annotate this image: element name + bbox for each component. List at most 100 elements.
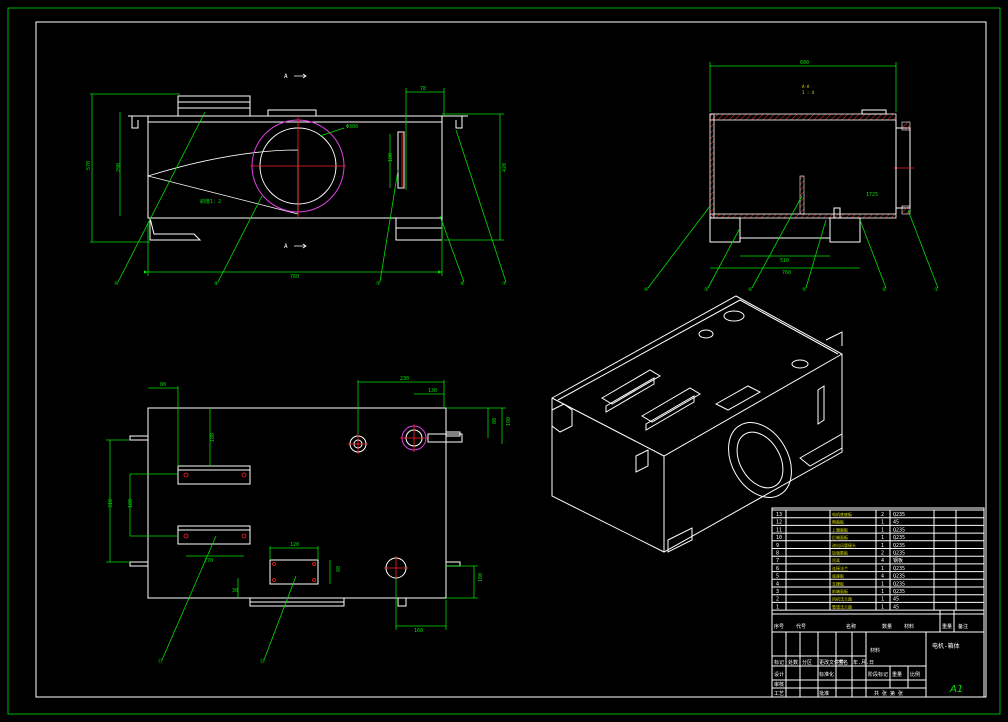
bom-cell-no: 5 <box>776 574 779 580</box>
balloon-6: ⑥ <box>748 287 753 293</box>
bom-cell-name: 侧面板 <box>832 519 844 525</box>
bom-cell-material: Q235 <box>893 566 905 572</box>
bom-cell-no: 6 <box>776 566 779 572</box>
top-width2-dim: 130 <box>428 388 437 394</box>
bom-cell-name: 电机底座板 <box>832 511 852 517</box>
bom-cell-name: 进出风管接头 <box>832 542 856 548</box>
bom-cell-qty: 4 <box>881 574 884 580</box>
bom-header-mat: 材料 <box>904 623 914 630</box>
bom-cell-no: 1 <box>776 604 779 610</box>
bom-cell-material: Q235 <box>893 551 905 557</box>
side-top-dim: 600 <box>800 60 809 66</box>
tb-count: 处数 <box>788 659 798 666</box>
bom-cell-name: 底座板 <box>832 573 844 579</box>
top-bar-width: 270 <box>204 558 213 564</box>
bom-cell-no: 9 <box>776 543 779 549</box>
bom-cell-name: 管道法兰盘 <box>832 603 852 609</box>
tb-stage: 阶段标记 <box>868 671 888 678</box>
bom-cell-qty: 1 <box>881 527 884 533</box>
bom-cell-qty: 1 <box>881 566 884 572</box>
section-label: A-A <box>802 84 810 89</box>
side-bottom-dim: 510 <box>780 258 789 264</box>
balloon-11: ⑪ <box>158 658 163 665</box>
balloon-5-front: ⑤ <box>376 281 381 287</box>
front-view: A A 760 570 290 420 78 180 Φ300 斜度1：2 ⑩ <box>86 73 508 287</box>
bom-cell-material: Q235 <box>893 512 905 518</box>
side-pipe-dim: 1725 <box>866 192 878 198</box>
bom-cell-no: 4 <box>776 581 779 587</box>
bom-cell-no: 8 <box>776 551 779 557</box>
balloon-3: ③ <box>704 287 709 293</box>
bom-cell-no: 12 <box>776 520 782 526</box>
tb-doc: 更改文件号 <box>819 659 844 666</box>
top-bottom-h: 180 <box>478 573 484 582</box>
section-scale: 1 : 4 <box>802 90 815 95</box>
bom-header-weight: 重量 <box>942 623 952 630</box>
bom-cell-qty: 1 <box>881 597 884 603</box>
balloon-10: ⑩ <box>114 281 119 287</box>
top-view: 80 180 310 180 270 230 130 80 190 120 80… <box>106 376 512 665</box>
bom-cell-no: 11 <box>776 527 782 533</box>
bom-cell-qty: 1 <box>881 589 884 595</box>
front-slot-height: 180 <box>388 153 394 162</box>
top-width-dim: 230 <box>400 376 409 382</box>
tb-design: 设计 <box>774 671 784 678</box>
tb-date: 年.月.日 <box>853 659 874 666</box>
tb-process: 工艺 <box>774 691 784 697</box>
balloon-1: ① <box>934 287 939 293</box>
bom-cell-no: 7 <box>776 558 779 564</box>
side-section-view: A-A 1 : 4 600 510 760 1725 ④ ③ ⑥ <box>644 60 939 293</box>
bom-cell-material: Q235 <box>893 589 905 595</box>
bom-header-qty: 数量 <box>882 623 892 630</box>
isometric-view <box>551 295 843 553</box>
front-hole-dim: Φ300 <box>346 124 358 130</box>
inner-border <box>35 21 987 698</box>
balloon-5-side: ⑤ <box>802 287 807 293</box>
balloon-8: ⑧ <box>460 281 465 287</box>
bom-cell-material: Q235 <box>893 527 905 533</box>
bom-cell-name: 前端面板 <box>832 588 848 594</box>
bom-cell-qty: 1 <box>881 543 884 549</box>
tb-zone: 分区 <box>802 659 812 666</box>
bom-cell-material: Q235 <box>893 574 905 580</box>
balloon-2: ② <box>882 287 887 293</box>
balloon-4: ④ <box>644 287 649 293</box>
bom-cell-qty: 2 <box>881 512 884 518</box>
bom-header-remark: 备注 <box>958 623 968 630</box>
top-cover-w: 120 <box>290 542 299 548</box>
top-right-h: 80 <box>492 418 498 424</box>
section-mark-top: A <box>284 73 288 80</box>
sheet-size: A1 <box>949 684 963 695</box>
bom-cell-material: 45 <box>893 597 899 603</box>
top-body <box>147 407 447 599</box>
bom-cell-material: Q235 <box>893 543 905 549</box>
bom-cell-qty: 1 <box>881 604 884 610</box>
top-left-h1: 180 <box>210 433 216 442</box>
bom-cell-name: 连接法兰 <box>832 565 848 571</box>
bom-cell-no: 13 <box>776 512 782 518</box>
bom-cell-name: 风机法兰盘 <box>832 596 852 602</box>
bom-cell-no: 2 <box>776 597 779 603</box>
bom-cell-qty: 1 <box>881 535 884 541</box>
bom-cell-qty: 4 <box>881 558 884 564</box>
tb-sheets: 共 张 第 张 <box>874 690 903 697</box>
bom-cell-name: 吊耳 <box>832 558 840 563</box>
tb-review: 审核 <box>774 681 784 688</box>
top-cover-h: 80 <box>336 566 342 572</box>
bom-cell-no: 10 <box>776 535 782 541</box>
tb-sign: 签名 <box>838 659 848 666</box>
outer-border <box>7 7 1001 715</box>
section-mark-bottom: A <box>284 243 288 250</box>
balloon-7: ⑦ <box>502 281 507 287</box>
bom-cell-material: 45 <box>893 604 899 610</box>
bom-cell-name: 后端面板 <box>832 534 848 540</box>
top-cover-off: 30 <box>232 588 238 594</box>
bom-cell-qty: 1 <box>881 581 884 587</box>
bom-cell-name: 加强筋板 <box>832 550 848 556</box>
bom-cell-qty: 2 <box>881 551 884 557</box>
side-bottom-total: 760 <box>782 270 791 276</box>
bom-cell-material: Q235 <box>893 535 905 541</box>
drawing-title: 电机-箱体 <box>932 642 960 650</box>
